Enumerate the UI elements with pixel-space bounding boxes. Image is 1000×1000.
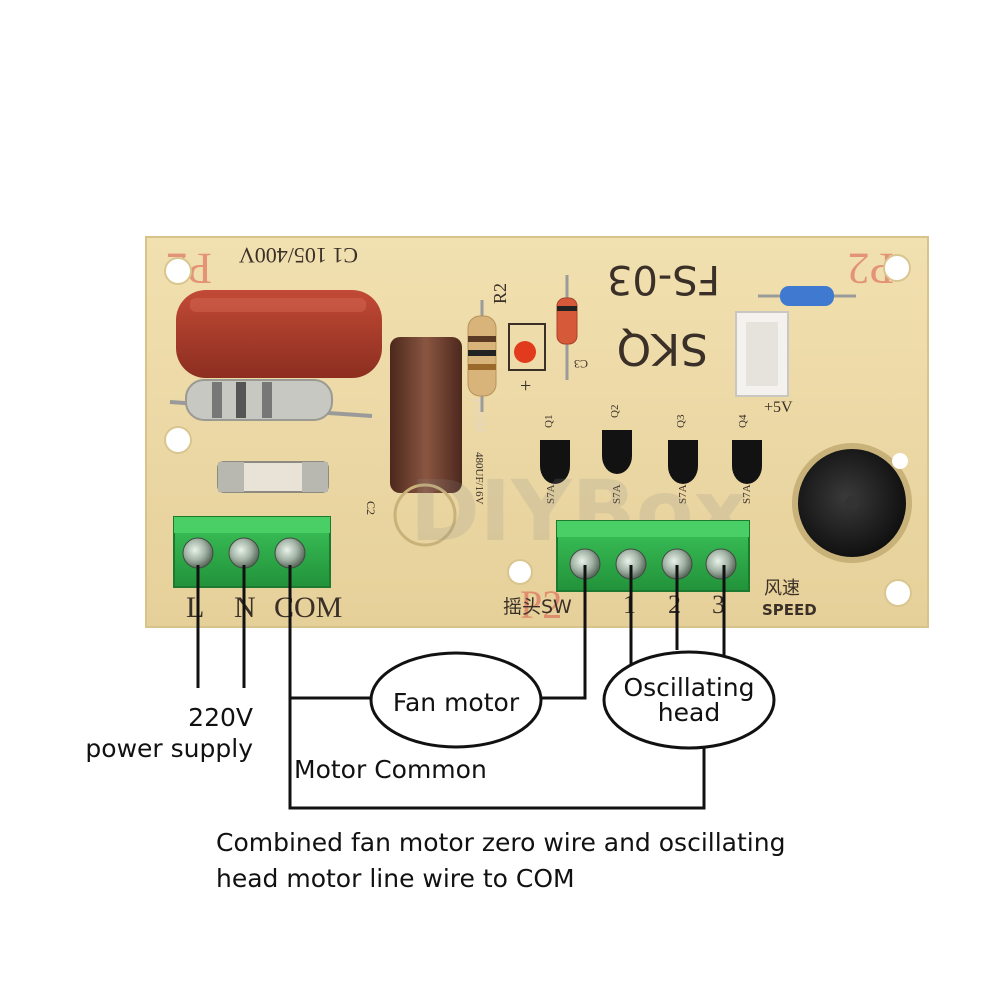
pcb-board: P2 P2 P2 C1 105/400V FS-03 SKQ R2 + C3 C… — [145, 236, 929, 628]
fan-motor-node: Fan motor — [369, 651, 543, 749]
terminal-label-sw: 摇头SW — [503, 596, 572, 618]
terminal-label-com: COM — [274, 591, 342, 624]
terminal-screw-n — [228, 537, 260, 569]
white-connector — [735, 311, 789, 397]
caption-line-1: Combined fan motor zero wire and oscilla… — [216, 828, 785, 857]
motor-common-label: Motor Common — [294, 755, 487, 784]
film-capacitor — [176, 290, 382, 378]
q-label: Q4 — [737, 414, 749, 428]
q-part-label: S7A — [545, 484, 557, 504]
transistor-q3 — [668, 440, 698, 484]
fan-motor-label: Fan motor — [393, 688, 520, 717]
glass-diode — [556, 275, 578, 380]
power-resistor — [169, 379, 373, 421]
c2-label: C2 — [364, 501, 378, 515]
terminal-label-3: 3 — [712, 590, 725, 619]
speed-cn-label: 风速 — [764, 578, 800, 599]
terminal-screw-com — [274, 537, 306, 569]
cap-footprint — [393, 483, 457, 547]
oscillating-head-node: Oscillating head — [602, 650, 776, 750]
q-part-label: S7A — [611, 484, 623, 504]
led-plus-label: + — [520, 375, 531, 397]
terminal-label-2: 2 — [668, 590, 681, 619]
terminal-block-left — [173, 516, 331, 588]
plus5v-label: +5V — [764, 399, 793, 416]
caption-line-2: head motor line wire to COM — [216, 864, 575, 893]
q-label: Q2 — [609, 405, 621, 418]
c3-label: C3 — [574, 357, 588, 371]
mounting-hole — [164, 257, 192, 285]
buzzer — [792, 443, 912, 563]
terminal-screw-l — [182, 537, 214, 569]
power-supply-label-2: power supply — [85, 734, 253, 763]
power-supply-label-1: 220V — [188, 703, 253, 732]
red-led — [508, 323, 546, 371]
wiring — [196, 565, 726, 810]
terminal-label-l: L — [186, 591, 204, 624]
q-label: Q3 — [675, 414, 687, 428]
mounting-hole — [884, 579, 912, 607]
red-silk-mark: P2 — [520, 582, 562, 627]
q-label: Q1 — [543, 415, 555, 428]
resistor-r2 — [467, 300, 497, 412]
q-part-label: S7A — [677, 484, 689, 504]
oscillating-head-label-2: head — [658, 698, 720, 727]
transistor-q2 — [602, 430, 632, 474]
mounting-hole — [164, 426, 192, 454]
r2-label: R2 — [490, 283, 510, 304]
transistor-q1 — [540, 440, 570, 484]
terminal-block-right — [556, 520, 750, 592]
brand-label: SKQ — [617, 323, 708, 374]
q-part-label: S7A — [741, 484, 753, 504]
model-label: FS-03 — [607, 256, 720, 302]
blue-resistor — [758, 286, 856, 306]
elec-cap-silk: 480UF/16V — [473, 452, 485, 505]
mounting-hole — [883, 254, 911, 282]
terminal-screw-3 — [705, 548, 737, 580]
transistor-q4 — [732, 440, 762, 484]
speed-en-label: SPEED — [762, 601, 817, 619]
cap-silk-label: C1 105/400V — [239, 243, 358, 268]
mounting-hole — [507, 559, 533, 585]
wire-sw-fan — [540, 565, 587, 700]
glass-fuse — [217, 461, 329, 493]
wire-com — [288, 565, 706, 810]
oscillating-head-label-1: Oscillating — [623, 673, 754, 702]
